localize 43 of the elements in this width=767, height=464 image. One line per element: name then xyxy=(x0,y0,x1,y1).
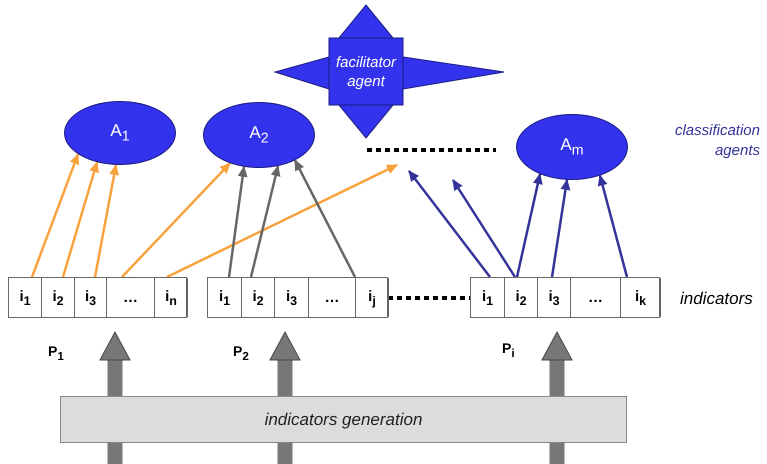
indicator-name: i$_{3}$ xyxy=(547,286,561,310)
arrow xyxy=(408,170,491,278)
arrow xyxy=(30,153,80,278)
indicator-row xyxy=(207,277,388,318)
dotted-connector xyxy=(388,296,470,300)
process-label: P$_{2}$ xyxy=(233,342,250,364)
indicator-name: i$_{2}$ xyxy=(514,286,528,310)
process-label: P$_{i}$ xyxy=(502,339,516,361)
arrow xyxy=(166,164,398,278)
indicator-row xyxy=(8,277,187,318)
arrow xyxy=(228,166,248,278)
arrow xyxy=(94,164,120,278)
arrow xyxy=(294,159,356,278)
agent-name: A$_{1}$ xyxy=(109,120,131,147)
arrow xyxy=(250,165,280,278)
indicator-name: i$_{1}$ xyxy=(18,286,32,310)
indicators-caption: indicators xyxy=(680,288,754,310)
arrow xyxy=(62,161,99,278)
process-label: P$_{1}$ xyxy=(48,342,65,364)
indicator-name: i$_{j}$ xyxy=(367,286,377,310)
indicator-name: i$_{n}$ xyxy=(164,286,178,310)
process-label: indicators generation xyxy=(264,408,424,430)
indicator-name: i$_{3}$ xyxy=(284,286,298,310)
arrow xyxy=(516,173,543,278)
indicator-name: i$_{2}$ xyxy=(251,286,265,310)
agent-name: facilitator agent xyxy=(334,52,398,92)
agent-name: A$_{2}$ xyxy=(248,122,270,149)
indicator-name: … xyxy=(122,288,139,308)
arrow xyxy=(550,178,570,278)
arrow xyxy=(452,179,516,278)
indicator-name: i$_{2}$ xyxy=(51,286,65,310)
agent-name: A$_{m}$ xyxy=(559,134,585,161)
indicator-name: i$_{1}$ xyxy=(480,286,494,310)
indicator-name: i$_{3}$ xyxy=(84,286,98,310)
arrow xyxy=(121,162,231,278)
indicator-name: … xyxy=(324,288,340,308)
indicator-name: … xyxy=(587,288,604,308)
process-bar xyxy=(60,396,627,443)
indicator-row xyxy=(470,277,660,318)
indicator-name: i$_{k}$ xyxy=(634,286,648,310)
agents-caption: classification agents xyxy=(674,121,760,160)
arrow xyxy=(598,174,628,278)
indicator-name: i$_{1}$ xyxy=(218,286,232,310)
